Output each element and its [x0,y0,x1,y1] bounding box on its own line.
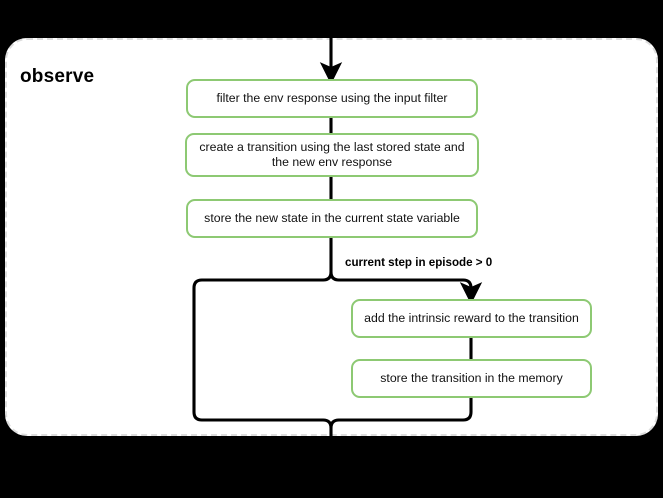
node-create-transition[interactable]: create a transition using the last store… [185,133,479,177]
node-store-new-state[interactable]: store the new state in the current state… [186,199,478,238]
node-label: filter the env response using the input … [216,91,448,105]
node-add-intrinsic-reward[interactable]: add the intrinsic reward to the transiti… [351,299,592,338]
node-label: store the new state in the current state… [204,211,460,225]
node-label: store the transition in the memory [380,371,563,385]
node-label: add the intrinsic reward to the transiti… [364,311,579,325]
node-filter-env-response[interactable]: filter the env response using the input … [186,79,478,118]
node-store-transition-memory[interactable]: store the transition in the memory [351,359,592,398]
node-label: create a transition using the last store… [199,140,465,169]
group-title: observe [20,66,95,87]
edge-label-condition: current step in episode > 0 [345,256,493,269]
